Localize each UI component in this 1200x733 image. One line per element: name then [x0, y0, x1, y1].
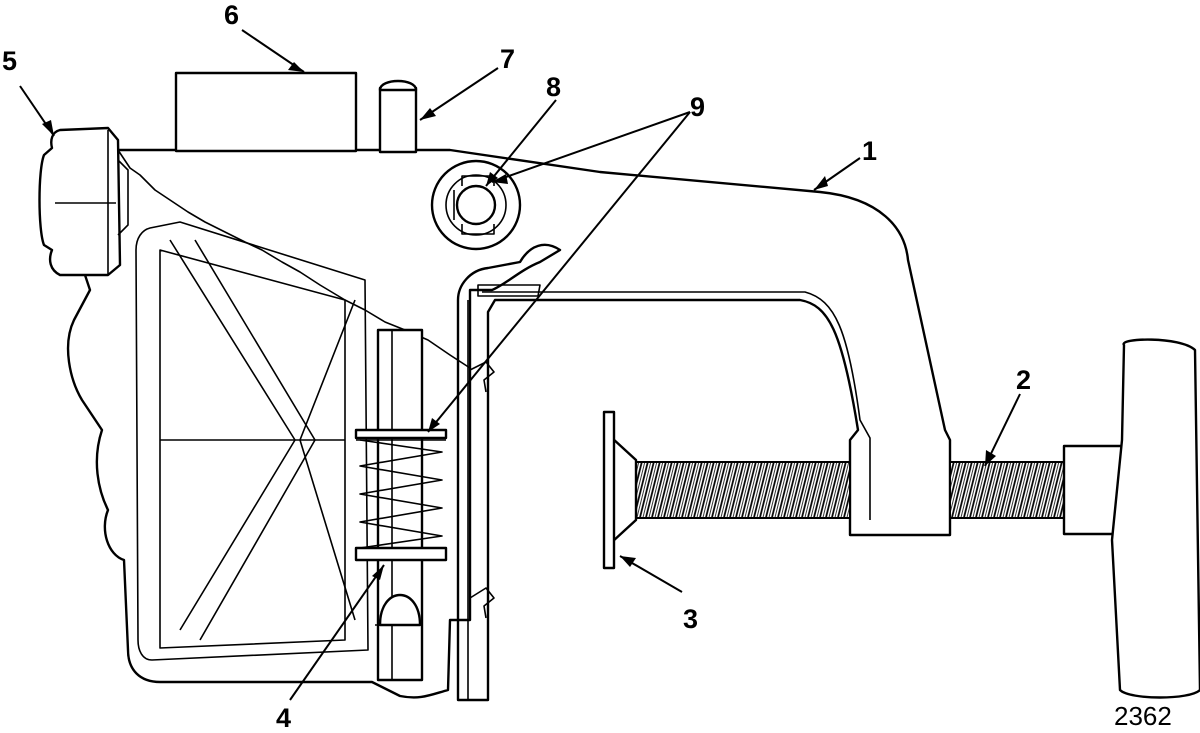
- callout-5: 5: [2, 46, 17, 76]
- shaft: [375, 328, 424, 682]
- callout-3: 3: [683, 604, 698, 634]
- figure-number: 2362: [1114, 701, 1172, 731]
- top-block: [174, 71, 358, 153]
- callout-4: 4: [276, 703, 291, 733]
- cutaway-edge: [117, 149, 471, 369]
- pivot-hub: [430, 159, 522, 251]
- callout-7: 7: [500, 44, 515, 74]
- clamp-pad: [602, 410, 638, 570]
- callout-8: 8: [546, 72, 561, 102]
- leader-lines: [19, 29, 1021, 701]
- inner-frame: [135, 221, 369, 661]
- callout-6: 6: [224, 0, 239, 30]
- pivot-knob: [38, 126, 129, 277]
- clip-notch-upper: [469, 361, 495, 393]
- coil-spring: [354, 428, 448, 562]
- callout-9: 9: [690, 92, 705, 122]
- callout-2: 2: [1016, 365, 1031, 395]
- callout-1: 1: [862, 136, 877, 166]
- clip-notch-lower: [469, 587, 495, 619]
- clamp-screw: [633, 338, 1200, 699]
- pin: [378, 79, 418, 154]
